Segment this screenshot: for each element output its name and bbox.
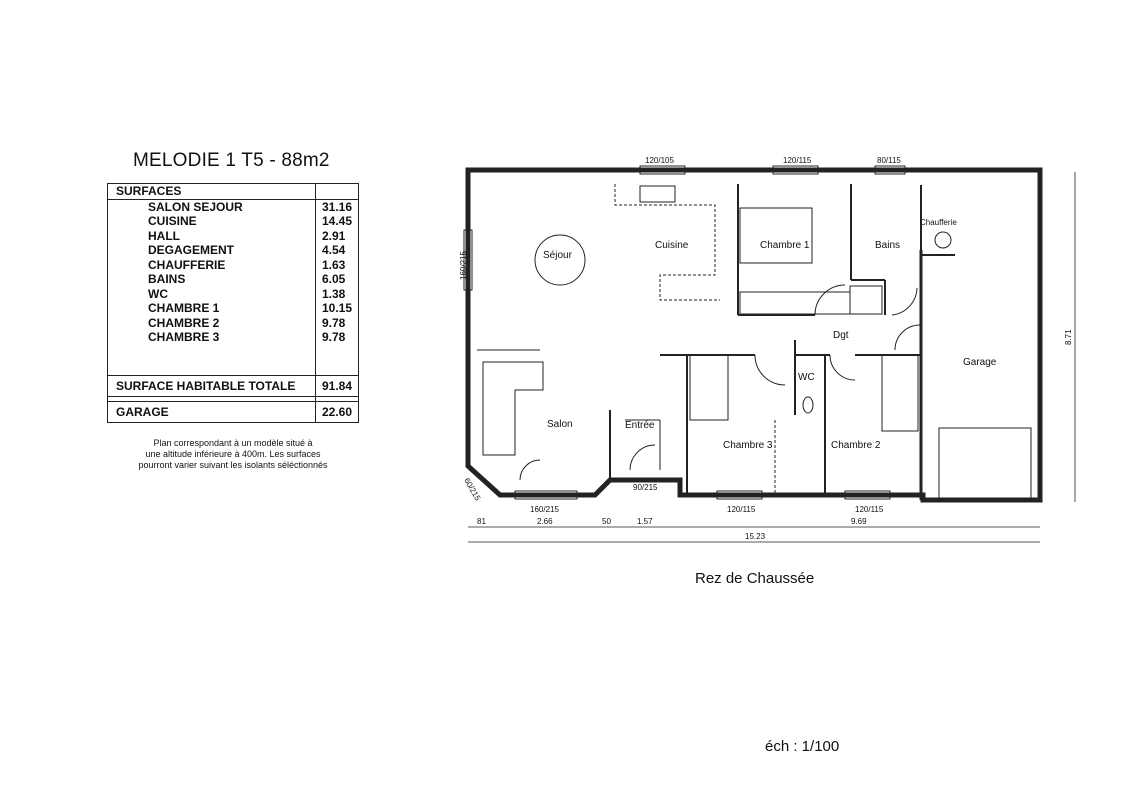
note-line: Plan correspondant à un modèle situé à	[153, 438, 313, 448]
room-dgt: Dgt	[833, 330, 849, 341]
window-bottom-1	[514, 490, 578, 500]
room-chambre2: Chambre 2	[831, 440, 881, 451]
opening-left: 160/215	[459, 251, 468, 280]
surface-garage-label: GARAGE	[107, 400, 316, 423]
shower	[849, 285, 883, 315]
window-bottom-3	[844, 490, 891, 500]
surface-label: WC	[107, 286, 316, 301]
plan-note: Plan correspondant à un modèle situé à u…	[122, 438, 344, 471]
wc-bowl	[802, 396, 814, 414]
room-wc: WC	[798, 372, 815, 383]
model-title: MELODIE 1 T5 - 88m2	[133, 150, 330, 171]
floor-plan: Séjour Cuisine Chambre 1 Bains Chaufferi…	[459, 156, 1076, 543]
garage-parking	[938, 427, 1032, 499]
bed-chambre-3	[689, 354, 729, 421]
window-top-3	[874, 165, 906, 175]
room-sejour: Séjour	[543, 250, 573, 261]
opening-top-3: 80/115	[877, 156, 901, 165]
sofa	[482, 361, 544, 456]
bed-chambre-2	[881, 354, 919, 432]
opening-bottom-1: 160/215	[530, 505, 559, 514]
note-line: une altitude inférieure à 400m. Les surf…	[145, 449, 321, 459]
window-bottom-2	[716, 490, 763, 500]
surface-value: 10.15	[314, 301, 360, 316]
surface-total-label: SURFACE HABITABLE TOTALE	[107, 374, 316, 397]
floor-caption: Rez de Chaussée	[695, 570, 815, 587]
surface-value: 14.45	[314, 214, 360, 229]
room-cuisine: Cuisine	[655, 240, 689, 251]
surface-label: HALL	[107, 228, 316, 243]
window-top-1	[639, 165, 686, 175]
surface-label: CHAMBRE 2	[107, 315, 316, 330]
surface-value: 1.38	[314, 286, 360, 301]
room-salon: Salon	[547, 419, 573, 430]
surface-label: BAINS	[107, 272, 316, 287]
window-top-2	[772, 165, 819, 175]
room-bains: Bains	[875, 240, 900, 251]
surface-label: SALON SEJOUR	[107, 199, 316, 214]
surface-total-value: 91.84	[314, 374, 360, 397]
opening-bottom-2: 90/215	[633, 483, 658, 492]
opening-top-1: 120/105	[645, 156, 674, 165]
note-line: pourront varier suivant les isolants sél…	[138, 460, 328, 470]
scale-caption: éch : 1/100	[765, 738, 840, 755]
dim-2-66: 2.66	[537, 517, 553, 526]
surface-garage-value: 22.60	[314, 400, 360, 423]
room-garage: Garage	[963, 357, 997, 368]
dim-height: 8.71	[1064, 329, 1073, 345]
surface-value: 9.78	[314, 330, 360, 376]
opening-top-2: 120/115	[783, 156, 812, 165]
surface-label: CHAMBRE 1	[107, 301, 316, 316]
dim-1-57: 1.57	[637, 517, 653, 526]
dining-table	[534, 234, 586, 286]
room-entree: Entrée	[625, 420, 655, 431]
surface-value: 1.63	[314, 257, 360, 272]
surface-label: DEGAGEMENT	[107, 243, 316, 258]
boiler	[934, 231, 952, 249]
room-chambre1: Chambre 1	[760, 240, 810, 251]
surface-header: SURFACES	[107, 183, 316, 200]
dim-total-width: 15.23	[745, 532, 766, 541]
surface-value: 2.91	[314, 228, 360, 243]
dim-9-69: 9.69	[851, 517, 867, 526]
dim-50: 50	[602, 517, 611, 526]
door-arc	[814, 284, 846, 316]
dim-81: 81	[477, 517, 486, 526]
kitchen-counter	[614, 184, 720, 301]
opening-corner: 60/215	[462, 477, 482, 503]
surface-label: CHAMBRE 3	[107, 330, 316, 376]
window-left	[463, 229, 473, 291]
room-chambre3: Chambre 3	[723, 440, 773, 451]
bed-chambre-1	[739, 207, 813, 264]
surface-label: CHAUFFERIE	[107, 257, 316, 272]
surface-label: CUISINE	[107, 214, 316, 229]
outer-wall	[465, 167, 1043, 503]
opening-bottom-4: 120/115	[855, 505, 884, 514]
surface-value: 9.78	[314, 315, 360, 330]
wardrobe-chambre-1	[739, 291, 851, 315]
opening-bottom-3: 120/115	[727, 505, 756, 514]
surface-value: 6.05	[314, 272, 360, 287]
room-chaufferie: Chaufferie	[920, 218, 957, 227]
surface-value: 4.54	[314, 243, 360, 258]
surface-value: 31.16	[314, 199, 360, 214]
